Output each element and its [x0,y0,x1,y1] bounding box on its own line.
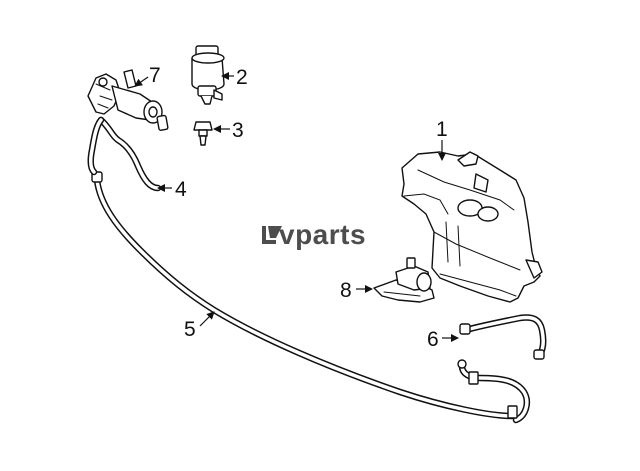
mounting-clip [193,121,213,146]
short-hose [457,314,547,424]
washer-pump-assembly [87,69,169,131]
callout-8: 8 [340,279,352,302]
callout-1: 1 [436,118,448,141]
watermark-text: vparts [279,219,366,250]
callout-4: 4 [175,178,187,201]
curved-hose [87,116,162,192]
callout-labels: 1 2 3 4 5 6 7 8 [149,64,448,351]
callout-5: 5 [184,318,196,341]
watermark-logo: vparts [262,219,366,250]
washer-reservoir [401,151,543,303]
callout-2: 2 [236,66,248,89]
leader-lines [134,72,459,342]
brand-mark-icon [262,226,282,244]
pump-bracket [373,257,435,303]
callout-7: 7 [149,64,161,87]
washer-pump-motor [191,45,225,105]
callout-6: 6 [427,328,439,351]
callout-3: 3 [232,119,244,142]
